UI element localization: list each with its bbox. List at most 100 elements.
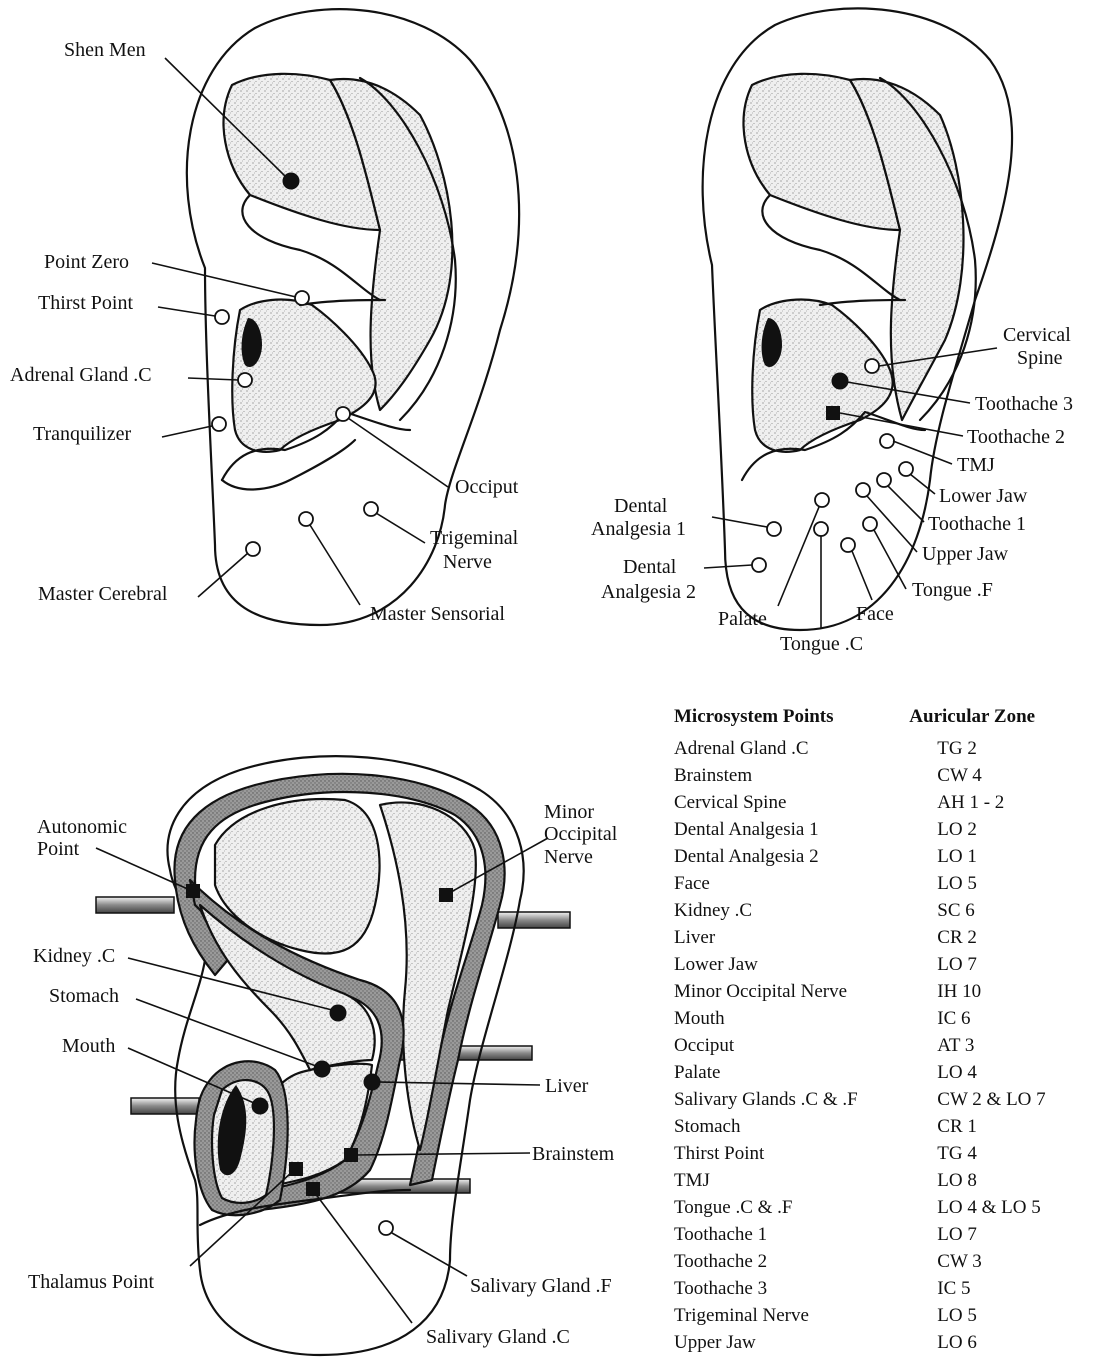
auricular-zone-cell: CW 4 — [909, 762, 1084, 789]
auricular-zone-cell: LO 7 — [909, 1221, 1084, 1248]
label-liver: Liver — [545, 1075, 589, 1097]
leader-palate — [778, 507, 819, 606]
column-header-zone: Auricular Zone — [909, 706, 1084, 735]
point-name-cell: Kidney .C — [674, 897, 909, 924]
point-name-cell: Palate — [674, 1059, 909, 1086]
palate-point[interactable] — [815, 493, 829, 507]
auricular-zone-cell: TG 4 — [909, 1140, 1084, 1167]
table-row: MouthIC 6 — [674, 1005, 1084, 1032]
table-row: Toothache 2CW 3 — [674, 1248, 1084, 1275]
trigeminal-nerve-point[interactable] — [364, 502, 378, 516]
leader-tranquilizer — [162, 426, 212, 437]
dental-analgesia-1-point[interactable] — [767, 522, 781, 536]
auricular-zone-cell: LO 8 — [909, 1167, 1084, 1194]
point-name-cell: Toothache 3 — [674, 1275, 909, 1302]
label-minor-1: Minor — [544, 801, 594, 823]
label-toothache-2: Toothache 2 — [967, 426, 1065, 448]
point-name-cell: Toothache 1 — [674, 1221, 909, 1248]
label-kidney: Kidney .C — [33, 945, 115, 967]
needle — [131, 1098, 199, 1114]
table-row: OcciputAT 3 — [674, 1032, 1084, 1059]
label-stomach: Stomach — [49, 985, 119, 1007]
auricular-zone-cell: LO 1 — [909, 843, 1084, 870]
auricular-zone-cell: LO 5 — [909, 1302, 1084, 1329]
ear-top-left: Shen Men Point Zero Thirst Point Adrenal… — [10, 9, 519, 625]
leader-adrenal-gland — [188, 378, 238, 380]
toothache-2-point[interactable] — [826, 406, 840, 420]
leader-trigeminal — [376, 513, 425, 543]
point-name-cell: Cervical Spine — [674, 789, 909, 816]
thirst-point-point[interactable] — [215, 310, 229, 324]
salivary-gland-f-point[interactable] — [379, 1221, 393, 1235]
point-name-cell: Liver — [674, 924, 909, 951]
point-name-cell: Mouth — [674, 1005, 909, 1032]
label-point-zero: Point Zero — [44, 251, 129, 273]
lobe-line — [222, 440, 355, 489]
label-upper-jaw: Upper Jaw — [922, 543, 1009, 565]
table-row: Thirst PointTG 4 — [674, 1140, 1084, 1167]
minor-occipital-nerve-point[interactable] — [439, 888, 453, 902]
auricular-zone-cell: TG 2 — [909, 735, 1084, 762]
leader-brainstem — [357, 1153, 530, 1155]
autonomic-point-point[interactable] — [186, 884, 200, 898]
point-name-cell: Toothache 2 — [674, 1248, 909, 1275]
label-tranquilizer: Tranquilizer — [33, 423, 131, 445]
label-master-sensorial: Master Sensorial — [370, 603, 505, 625]
stomach-point[interactable] — [314, 1061, 330, 1077]
auricular-zone-cell: CW 3 — [909, 1248, 1084, 1275]
auricular-zone-cell: CR 2 — [909, 924, 1084, 951]
auricular-zone-cell: LO 2 — [909, 816, 1084, 843]
needle — [498, 912, 570, 928]
point-name-cell: Occiput — [674, 1032, 909, 1059]
dental-analgesia-2-point[interactable] — [752, 558, 766, 572]
label-tmj: TMJ — [957, 454, 995, 476]
leader-toothache-1 — [888, 486, 924, 522]
table-row: Trigeminal NerveLO 5 — [674, 1302, 1084, 1329]
leader-salivary-f — [392, 1233, 467, 1276]
cervical-spine-point[interactable] — [865, 359, 879, 373]
label-mouth: Mouth — [62, 1035, 115, 1057]
upper-jaw-point[interactable] — [856, 483, 870, 497]
face-point[interactable] — [841, 538, 855, 552]
brainstem-point[interactable] — [344, 1148, 358, 1162]
label-adrenal-gland: Adrenal Gland .C — [10, 364, 152, 386]
kidney-c-point[interactable] — [330, 1005, 346, 1021]
toothache-3-point[interactable] — [832, 373, 848, 389]
label-cervical-2: Spine — [1017, 347, 1063, 369]
tmj-point[interactable] — [880, 434, 894, 448]
leader-tongue-f — [874, 530, 906, 589]
auricular-zone-cell: LO 5 — [909, 870, 1084, 897]
point-name-cell: Thirst Point — [674, 1140, 909, 1167]
leader-liver — [379, 1082, 540, 1085]
auricular-zone-cell: CR 1 — [909, 1113, 1084, 1140]
tranquilizer-point[interactable] — [212, 417, 226, 431]
label-cervical-1: Cervical — [1003, 324, 1071, 346]
label-brainstem: Brainstem — [532, 1143, 615, 1165]
master-sensorial-point[interactable] — [299, 512, 313, 526]
label-autonomic-2: Point — [37, 838, 80, 860]
table-row: Tongue .C & .FLO 4 & LO 5 — [674, 1194, 1084, 1221]
tongue-c-point[interactable] — [814, 522, 828, 536]
point-name-cell: Minor Occipital Nerve — [674, 978, 909, 1005]
auricular-zone-cell: AT 3 — [909, 1032, 1084, 1059]
point-name-cell: Dental Analgesia 1 — [674, 816, 909, 843]
table-row: TMJLO 8 — [674, 1167, 1084, 1194]
auricular-zone-cell: LO 4 — [909, 1059, 1084, 1086]
liver-point[interactable] — [364, 1074, 380, 1090]
toothache-1-point[interactable] — [877, 473, 891, 487]
point-zero-point[interactable] — [295, 291, 309, 305]
auricular-zone-cell: LO 6 — [909, 1329, 1084, 1356]
leader-salivary-c — [315, 1193, 412, 1323]
label-thalamus: Thalamus Point — [28, 1271, 155, 1293]
point-name-cell: Dental Analgesia 2 — [674, 843, 909, 870]
tongue-f-point[interactable] — [863, 517, 877, 531]
mouth-point[interactable] — [252, 1098, 268, 1114]
leader-master-cerebral — [198, 553, 248, 597]
leader-master-sensorial — [310, 525, 360, 605]
adrenal-gland-point[interactable] — [238, 373, 252, 387]
table-row: Adrenal Gland .CTG 2 — [674, 735, 1084, 762]
salivary-gland-c-point[interactable] — [306, 1182, 320, 1196]
table-header-row: Microsystem Points Auricular Zone — [674, 706, 1084, 735]
